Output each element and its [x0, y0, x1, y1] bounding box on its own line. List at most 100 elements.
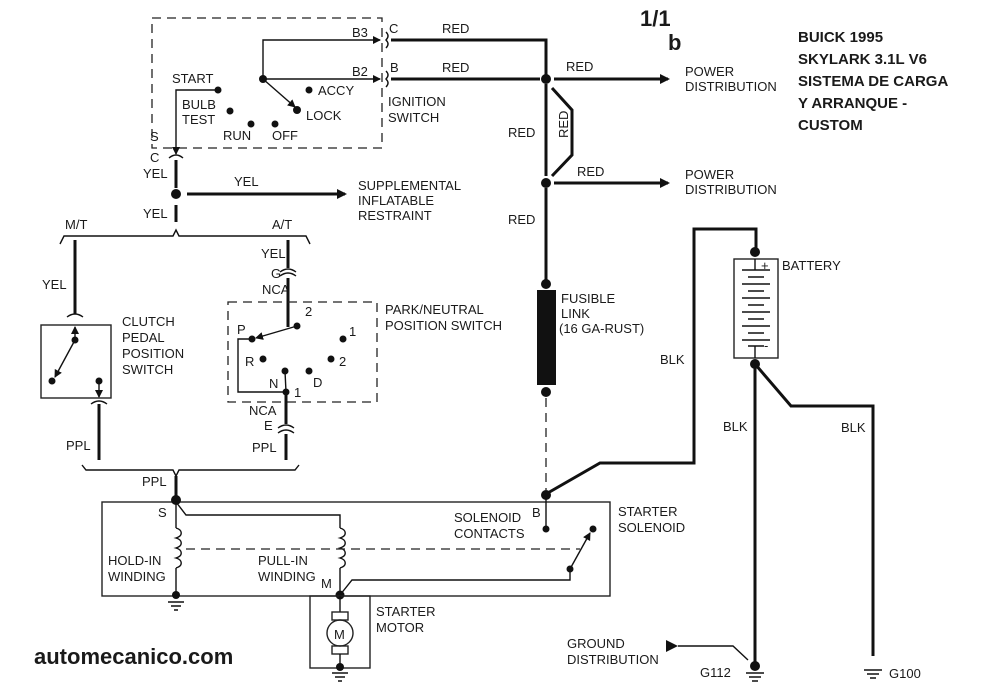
pn-d-label: D [313, 375, 322, 390]
wire-color-label: YEL [143, 206, 168, 221]
clutch-switch-box [40, 324, 112, 399]
wire-color-label: RED [442, 60, 469, 75]
wire-color-label: YEL [234, 174, 259, 189]
lock-contact [293, 106, 301, 114]
solenoid-b-contact [542, 525, 550, 533]
pn-r-contact [259, 355, 267, 363]
ignition-switch-boundary [151, 17, 383, 149]
clutch-switch-label: POSITION [122, 346, 184, 361]
page-suffix: b [668, 30, 681, 55]
wire-color-label: BLK [841, 420, 866, 435]
blk-cable-g100 [753, 363, 875, 656]
park-neutral-position-switch: 2 P 1 R 2 N D 1 [227, 301, 378, 403]
pn-internal-wire [284, 370, 287, 393]
connector-symbol [66, 313, 84, 318]
pn-1-label: 1 [349, 324, 356, 339]
connector-symbol [90, 400, 108, 405]
g112-label: G112 [700, 665, 731, 680]
watermark: automecanico.com [34, 644, 233, 669]
motor-feed-line [339, 569, 571, 596]
s-terminal-label: S [150, 129, 159, 144]
splice-dot [171, 189, 181, 199]
title-line: Y ARRANQUE - [798, 95, 907, 112]
hold-in-ground-dot [172, 591, 180, 599]
title-line: BUICK 1995 [798, 29, 883, 46]
motor-brush [331, 645, 349, 655]
b-terminal-label: B [532, 505, 541, 520]
run-contact [247, 120, 255, 128]
pn-terminal-1: 1 [294, 385, 301, 400]
pull-in-label: WINDING [258, 569, 316, 584]
pn-wiper [255, 325, 298, 340]
page-number: 1/1 [640, 6, 671, 31]
wire-color-label: PPL [66, 438, 91, 453]
start-to-s-line [172, 89, 218, 155]
ground-icon [746, 672, 764, 682]
ground-distribution-label: DISTRIBUTION [567, 652, 659, 667]
b2-terminal-label: B2 [352, 64, 368, 79]
b3-contact-line [262, 36, 381, 79]
wire-color-label: YEL [261, 246, 286, 261]
g100-label: G100 [889, 666, 921, 681]
switch-pivot [259, 75, 267, 83]
pn-2-contact [327, 355, 335, 363]
pn-switch-label: PARK/NEUTRAL [385, 302, 484, 317]
clutch-contact [48, 377, 56, 385]
battery-box [733, 258, 779, 359]
wire-color-label: BLK [660, 352, 685, 367]
diagram-title: BUICK 1995 SKYLARK 3.1L V6 SISTEMA DE CA… [798, 29, 948, 134]
splice-dot [541, 178, 551, 188]
battery-minus: - [764, 338, 768, 353]
ppl-join-brace [81, 464, 300, 478]
bulb-label: BULB [182, 97, 216, 112]
pn-d-contact [305, 367, 313, 375]
ground-distribution-wire [678, 645, 749, 661]
ground-distribution-label: GROUND [567, 636, 625, 651]
b3-terminal-label: B3 [352, 25, 368, 40]
connector-e-symbol [277, 429, 295, 434]
solenoid-contacts-label: CONTACTS [454, 526, 525, 541]
clutch-switch-label: SWITCH [122, 362, 173, 377]
test-label: TEST [182, 112, 215, 127]
fusible-link-label: LINK [561, 306, 590, 321]
start-label: START [172, 71, 213, 86]
wire-color-label: YEL [42, 277, 67, 292]
pn-2-label: 2 [339, 354, 346, 369]
clutch-switch-wiper [54, 339, 76, 378]
sir-label: SUPPLEMENTAL [358, 178, 461, 193]
connector-g-symbol [279, 268, 297, 273]
connector-nca-label: NCA [262, 282, 290, 297]
hold-in-coil [173, 527, 182, 569]
fusible-link-bottom-dot [541, 387, 551, 397]
ignition-switch-label: IGNITION [388, 94, 446, 109]
ground-icon [168, 601, 184, 611]
battery: + - [733, 258, 779, 359]
starter-motor-label: MOTOR [376, 620, 424, 635]
red-wire-bypass [550, 86, 574, 178]
clutch-switch-label: PEDAL [122, 330, 165, 345]
sir-label: RESTRAINT [358, 208, 432, 223]
motor-symbol: M [334, 627, 345, 642]
wire-color-label: RED [508, 212, 535, 227]
red-wire-c [391, 38, 548, 77]
pn-p-label: P [237, 322, 246, 337]
motor-ground-dot [336, 663, 344, 671]
battery-cells [742, 259, 770, 358]
starter-solenoid-label: SOLENOID [618, 520, 685, 535]
motor-brush [331, 611, 349, 621]
connector-c-top: C [389, 21, 398, 36]
wire-color-label: RED [442, 21, 469, 36]
pn-switch-boundary [227, 301, 378, 403]
sir-label: INFLATABLE [358, 193, 434, 208]
title-line: CUSTOM [798, 117, 863, 134]
battery-positive-terminal [750, 247, 760, 257]
wire-color-label: RED [556, 111, 571, 138]
title-line: SISTEMA DE CARGA [798, 73, 948, 90]
battery-plus: + [761, 258, 769, 273]
connector-e-symbol [277, 424, 295, 429]
off-contact [271, 120, 279, 128]
connector-g-symbol [279, 272, 297, 277]
pn-terminal-2: 2 [305, 304, 312, 319]
power-distribution-label: POWER [685, 167, 734, 182]
connector-b: B [390, 60, 399, 75]
